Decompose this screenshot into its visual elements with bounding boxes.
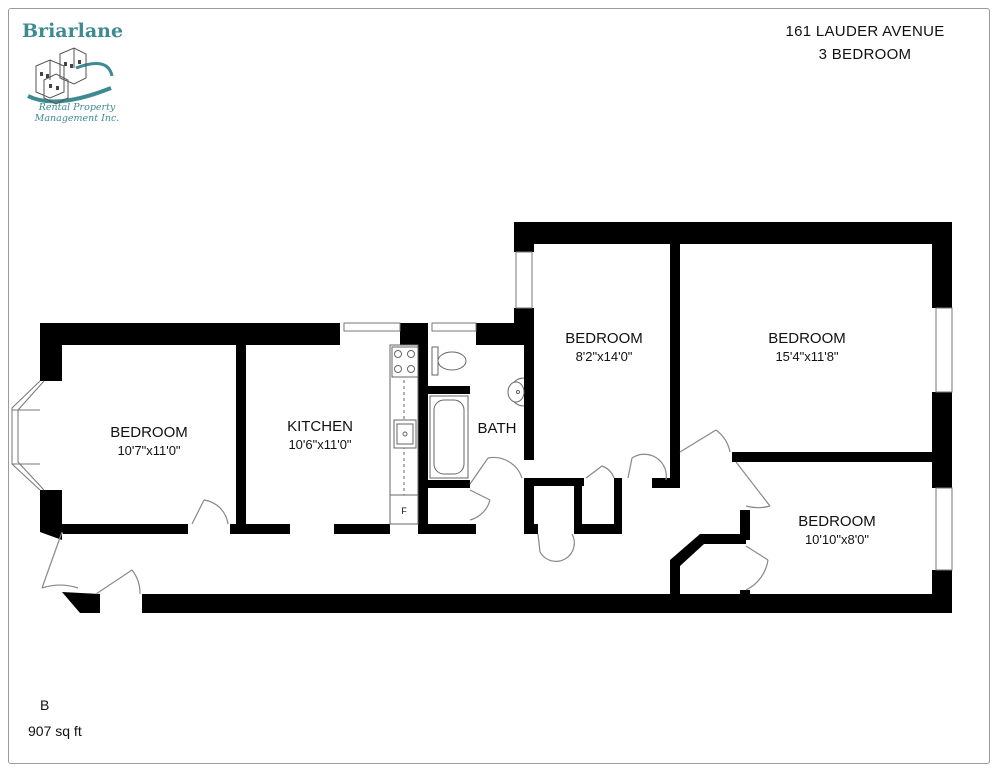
- doors: [41, 429, 771, 595]
- fridge-label: F: [401, 506, 407, 516]
- bedroom-count-text: 3 BEDROOM: [818, 46, 912, 63]
- bedroom-1-name: BEDROOM: [110, 424, 188, 441]
- area-label: 907 sq ft: [28, 723, 82, 739]
- logo-subtitle: Rental Property Management Inc.: [22, 102, 132, 124]
- unit-label: B: [40, 697, 50, 713]
- logo-line-2: Management Inc.: [34, 113, 120, 124]
- fixtures: [389, 344, 525, 525]
- bedroom-3-name: BEDROOM: [768, 330, 846, 347]
- bedroom-4-dims: 10'10"x8'0": [805, 532, 869, 547]
- bedroom-1-dims: 10'7"x11'0": [117, 443, 180, 458]
- address-text: 161 LAUDER AVENUE: [785, 23, 945, 40]
- bath-name: BATH: [478, 420, 517, 437]
- logo-name: Briarlane: [22, 20, 124, 42]
- bedroom-2-name: BEDROOM: [565, 330, 643, 347]
- toilet-icon: [431, 346, 439, 376]
- logo-buildings-icon: [27, 47, 114, 105]
- room-labels: BEDROOM 10'7"x11'0" KITCHEN 10'6"x11'0" …: [110, 330, 876, 547]
- listing-header: 161 LAUDER AVENUE 3 BEDROOM: [740, 20, 990, 66]
- company-logo: Briarlane Rental Property Management Inc…: [16, 18, 126, 128]
- bedroom-2-dims: 8'2"x14'0": [576, 349, 633, 364]
- bedroom-4-name: BEDROOM: [798, 513, 876, 530]
- kitchen-dims: 10'6"x11'0": [288, 437, 351, 452]
- walls: [40, 222, 952, 613]
- page-frame: [8, 8, 990, 764]
- windows: [11, 251, 953, 571]
- logo-line-1: Rental Property: [38, 102, 116, 113]
- bedroom-3-dims: 15'4"x11'8": [775, 349, 838, 364]
- kitchen-name: KITCHEN: [287, 418, 353, 435]
